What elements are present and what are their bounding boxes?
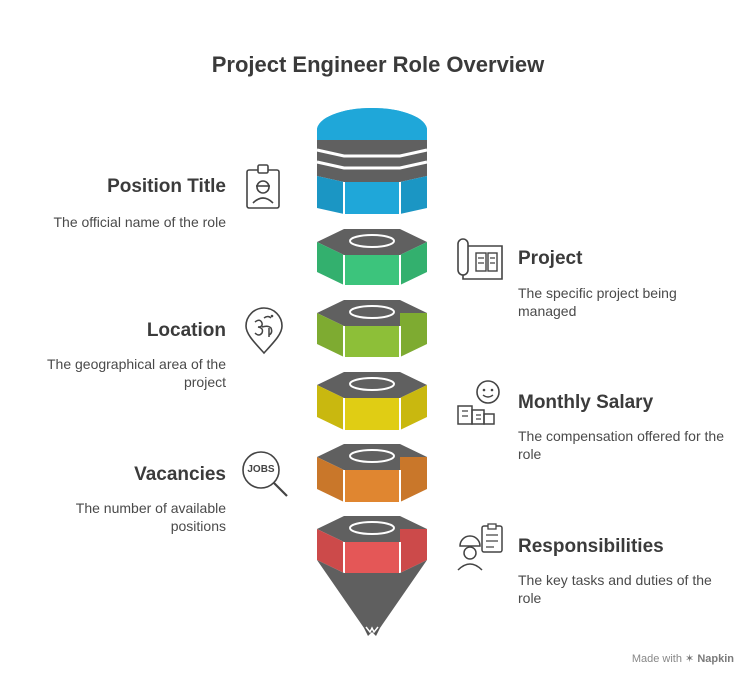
happy-worker-icon [457, 380, 500, 425]
desc-responsibilities: The key tasks and duties of the role [518, 572, 712, 606]
footer-brand: Napkin [697, 653, 734, 665]
blueprint-icon [457, 238, 503, 280]
hex-block-responsibilities [317, 516, 427, 573]
page-title: Project Engineer Role Overview [211, 52, 545, 77]
desc-location: The geographical area of the project [46, 356, 226, 390]
heading-project: Project [518, 248, 583, 269]
heading-monthly-salary: Monthly Salary [518, 392, 654, 413]
desc-vacancies: The number of available positions [75, 500, 226, 534]
hex-block-salary [317, 372, 427, 430]
id-badge-icon [246, 164, 280, 209]
hex-block-vacancies [317, 444, 427, 502]
hex-block-project [317, 229, 427, 285]
desc-project: The specific project being managed [518, 285, 677, 319]
footer-credit: Made with ✶ Napkin [632, 652, 734, 665]
jobs-search-icon: JOBS [240, 449, 290, 499]
heading-location: Location [146, 320, 226, 341]
top-block [316, 108, 428, 214]
engineer-checklist-icon [457, 523, 503, 571]
desc-position-title: The official name of the role [53, 214, 226, 230]
jobs-label: JOBS [247, 464, 275, 475]
footer-prefix: Made with [631, 653, 682, 665]
location-pin-icon [245, 307, 283, 355]
heading-position-title: Position Title [107, 176, 226, 197]
bottom-cone [317, 560, 427, 636]
heading-vacancies: Vacancies [134, 464, 226, 485]
napkin-logo-icon: ✶ [685, 653, 695, 665]
hex-block-location [317, 300, 427, 357]
heading-responsibilities: Responsibilities [518, 536, 664, 557]
desc-monthly-salary: The compensation offered for the role [518, 428, 724, 462]
